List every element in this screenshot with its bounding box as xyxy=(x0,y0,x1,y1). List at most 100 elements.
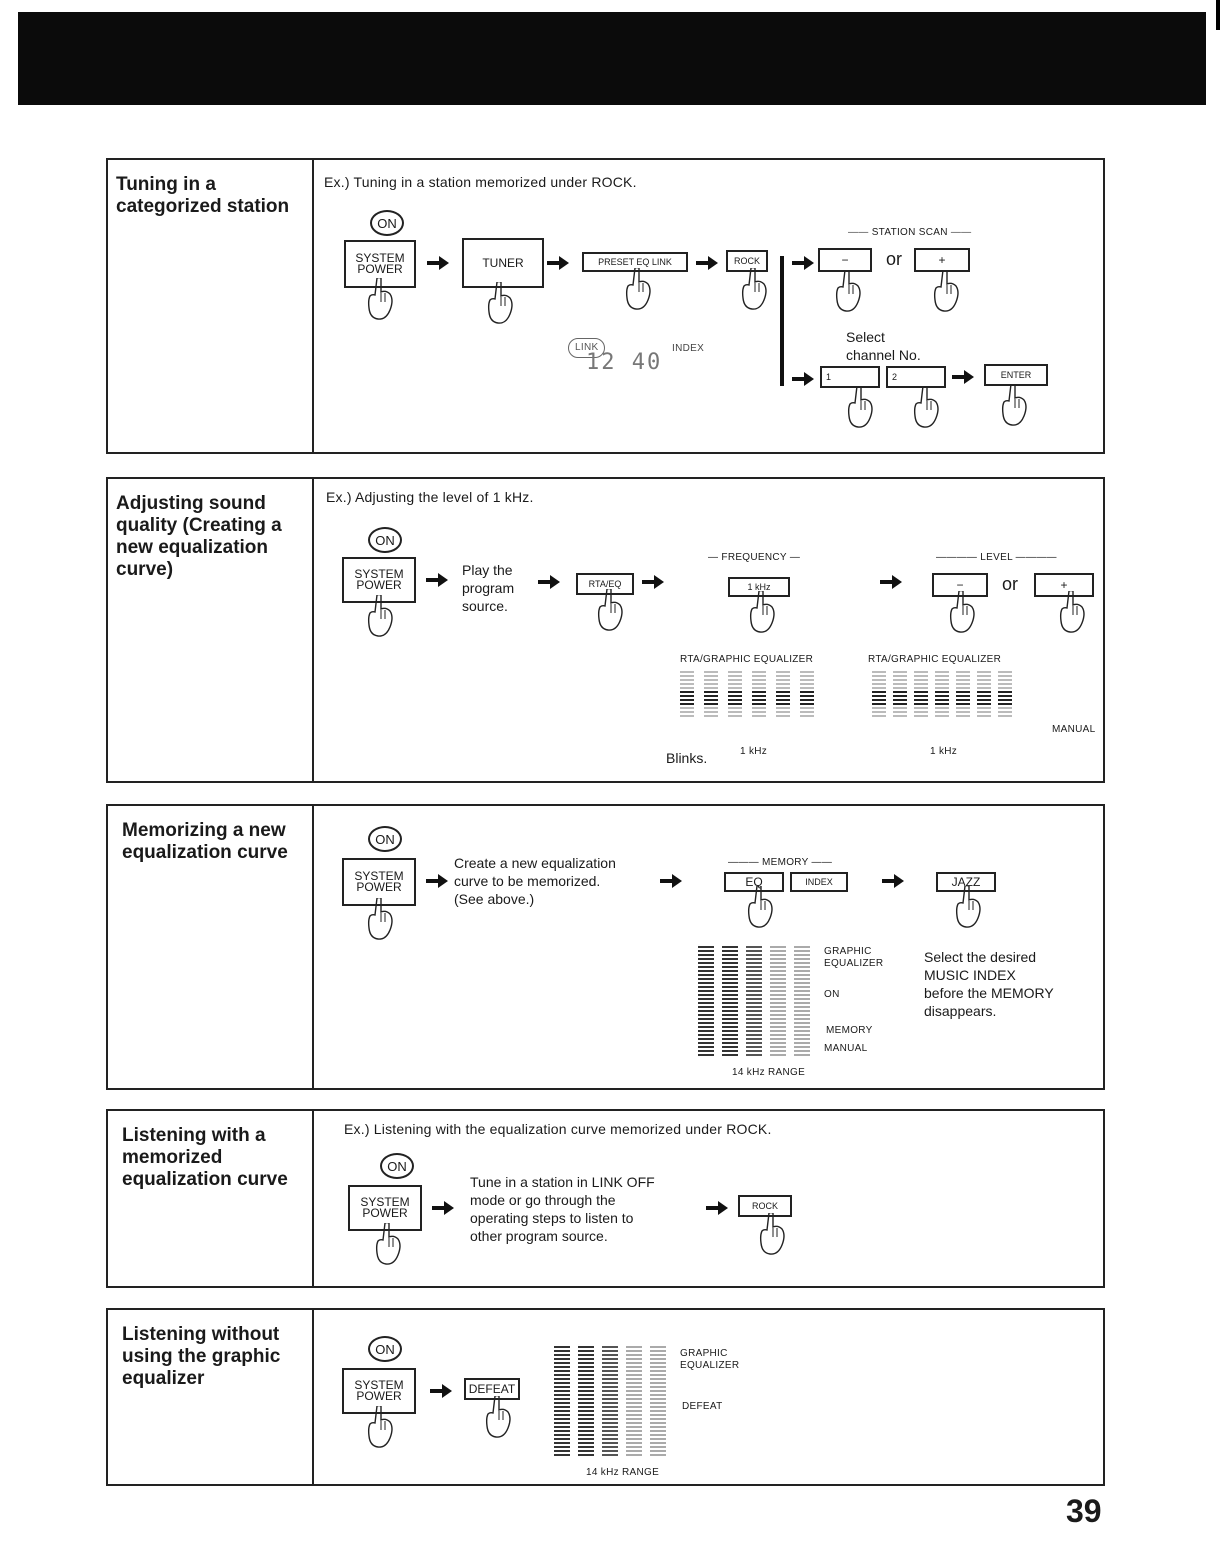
eq-level-bar xyxy=(998,695,1012,697)
eq-level-bar xyxy=(728,711,742,713)
arrow-right-icon xyxy=(547,256,569,270)
system-power-button[interactable]: SYSTEM POWER xyxy=(348,1185,422,1231)
eq-level-bar xyxy=(914,707,928,709)
eq-level-bar xyxy=(800,707,814,709)
eq-button[interactable]: EQ xyxy=(724,872,784,892)
eq-level-bar xyxy=(602,1442,618,1444)
tuner-button[interactable]: TUNER xyxy=(462,238,544,288)
eq-level-bar xyxy=(698,1014,714,1016)
level-up-button[interactable]: + xyxy=(1034,573,1094,597)
edge-mark xyxy=(1216,0,1220,30)
eq-level-bar xyxy=(770,986,786,988)
eq-level-bar xyxy=(977,679,991,681)
eq-level-bar xyxy=(746,1006,762,1008)
eq-level-bar xyxy=(626,1430,642,1432)
eq-level-bar xyxy=(698,1050,714,1052)
eq-level-bar xyxy=(578,1350,594,1352)
page-number: 39 xyxy=(1066,1493,1102,1529)
eq-level-bar xyxy=(728,715,742,717)
eq-band-column xyxy=(770,946,786,1058)
eq-level-bar xyxy=(794,994,810,996)
eq-level-bar xyxy=(578,1426,594,1428)
eq-level-bar xyxy=(650,1358,666,1360)
eq-level-bar xyxy=(998,711,1012,713)
eq-level-bar xyxy=(770,1042,786,1044)
eq-level-bar xyxy=(956,699,970,701)
eq-level-bar xyxy=(977,695,991,697)
rock-button[interactable]: ROCK xyxy=(726,250,768,272)
manual-indicator: MANUAL xyxy=(824,1043,868,1054)
finger-press-icon xyxy=(748,591,776,633)
eq-level-bar xyxy=(914,703,928,705)
eq-level-bar xyxy=(914,711,928,713)
station-scan-down-button[interactable]: − xyxy=(818,248,872,272)
finger-press-icon xyxy=(366,1406,394,1448)
eq-level-bar xyxy=(770,990,786,992)
channel-2-button[interactable]: 2 xyxy=(886,366,946,388)
level-down-button[interactable]: − xyxy=(932,573,988,597)
eq-level-bar xyxy=(752,707,766,709)
eq-level-bar xyxy=(800,671,814,673)
system-power-button[interactable]: SYSTEM POWER xyxy=(342,858,416,906)
rta-eq-button[interactable]: RTA/EQ xyxy=(576,573,634,595)
eq-level-bar xyxy=(998,679,1012,681)
eq-level-bar xyxy=(698,1026,714,1028)
eq-level-bar xyxy=(680,675,694,677)
channel-1-button[interactable]: 1 xyxy=(820,366,880,388)
eq-level-bar xyxy=(800,695,814,697)
eq-level-bar xyxy=(746,1054,762,1056)
eq-level-bar xyxy=(602,1434,618,1436)
eq-level-bar xyxy=(770,1054,786,1056)
eq-level-bar xyxy=(704,699,718,701)
eq-level-bar xyxy=(800,679,814,681)
eq-level-bar xyxy=(704,679,718,681)
eq-level-bar xyxy=(704,695,718,697)
eq-level-bar xyxy=(626,1422,642,1424)
on-indicator: ON xyxy=(368,1336,402,1362)
eq-level-bar xyxy=(626,1386,642,1388)
system-power-button[interactable]: SYSTEM POWER xyxy=(342,557,416,603)
finger-press-icon xyxy=(624,268,652,310)
eq-band-column xyxy=(893,671,907,719)
eq-level-bar xyxy=(746,982,762,984)
eq-band-column xyxy=(704,671,718,719)
eq-level-bar xyxy=(794,1010,810,1012)
rock-button[interactable]: ROCK xyxy=(738,1195,792,1217)
eq-level-bar xyxy=(578,1402,594,1404)
eq-level-bar xyxy=(746,966,762,968)
index-button[interactable]: INDEX xyxy=(790,872,848,892)
arrow-right-icon xyxy=(426,874,448,888)
eq-level-bar xyxy=(770,1050,786,1052)
eq-level-bar xyxy=(722,1050,738,1052)
station-scan-up-button[interactable]: + xyxy=(914,248,970,272)
eq-level-bar xyxy=(998,707,1012,709)
eq-level-bar xyxy=(554,1418,570,1420)
eq-level-bar xyxy=(578,1370,594,1372)
eq-level-bar xyxy=(704,683,718,685)
defeat-button[interactable]: DEFEAT xyxy=(464,1378,520,1400)
eq-level-bar xyxy=(746,986,762,988)
eq-level-bar xyxy=(893,703,907,705)
system-power-button[interactable]: SYSTEM POWER xyxy=(344,240,416,288)
eq-level-bar xyxy=(776,695,790,697)
eq-level-bar xyxy=(602,1398,618,1400)
enter-button[interactable]: ENTER xyxy=(984,364,1048,386)
eq-level-bar xyxy=(746,1038,762,1040)
eq-level-bar xyxy=(770,958,786,960)
eq-level-bar xyxy=(650,1370,666,1372)
or-text: or xyxy=(886,249,903,269)
eq-level-bar xyxy=(578,1362,594,1364)
eq-level-bar xyxy=(578,1354,594,1356)
eq-level-bar xyxy=(770,1010,786,1012)
jazz-button[interactable]: JAZZ xyxy=(936,872,996,892)
system-power-button[interactable]: SYSTEM POWER xyxy=(342,1368,416,1414)
eq-level-bar xyxy=(935,707,949,709)
eq-level-bar xyxy=(626,1362,642,1364)
eq-level-bar xyxy=(554,1410,570,1412)
eq-level-bar xyxy=(935,691,949,693)
eq-level-bar xyxy=(680,695,694,697)
eq-level-bar xyxy=(998,671,1012,673)
eq-level-bar xyxy=(752,715,766,717)
finger-press-icon xyxy=(846,386,874,428)
eq-level-bar xyxy=(650,1398,666,1400)
